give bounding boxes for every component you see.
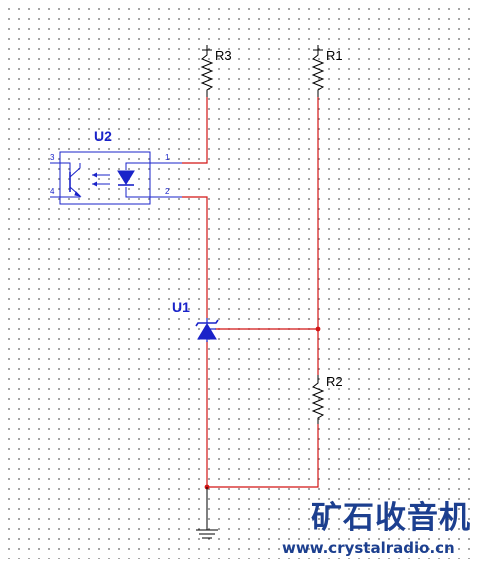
resistor-r3 (200, 45, 214, 97)
r3-label: R3 (215, 48, 232, 63)
ground-symbol (196, 487, 218, 539)
watermark-chinese: 矿石收音机 (311, 500, 471, 536)
u2-led-symbol (117, 170, 135, 185)
u2-body (59, 151, 151, 205)
watermark-url: www.crystalradio.cn (282, 539, 455, 557)
u2-pin-1: 1 (165, 153, 170, 162)
wires (182, 97, 319, 488)
wire-r3-to-u2-pin1 (182, 97, 208, 164)
u2-pin-2: 2 (165, 187, 170, 196)
resistor-r1 (311, 45, 325, 97)
r2-label: R2 (326, 374, 343, 389)
junction-dot-ref (315, 326, 321, 332)
u2-pin-4: 4 (50, 187, 55, 196)
shunt-regulator-u1 (195, 318, 219, 342)
r1-label: R1 (326, 48, 343, 63)
optocoupler-u2 (50, 151, 182, 205)
u2-light-arrowhead-bottom (92, 181, 97, 187)
u2-light-arrowhead-top (92, 172, 97, 178)
wire-u2-pin2-to-u1 (182, 196, 208, 318)
u1-label: U1 (172, 299, 190, 315)
u2-pin-3: 3 (50, 153, 55, 162)
wire-r2-to-ground (207, 424, 319, 488)
u2-label: U2 (94, 128, 112, 144)
resistor-r2 (311, 375, 325, 424)
